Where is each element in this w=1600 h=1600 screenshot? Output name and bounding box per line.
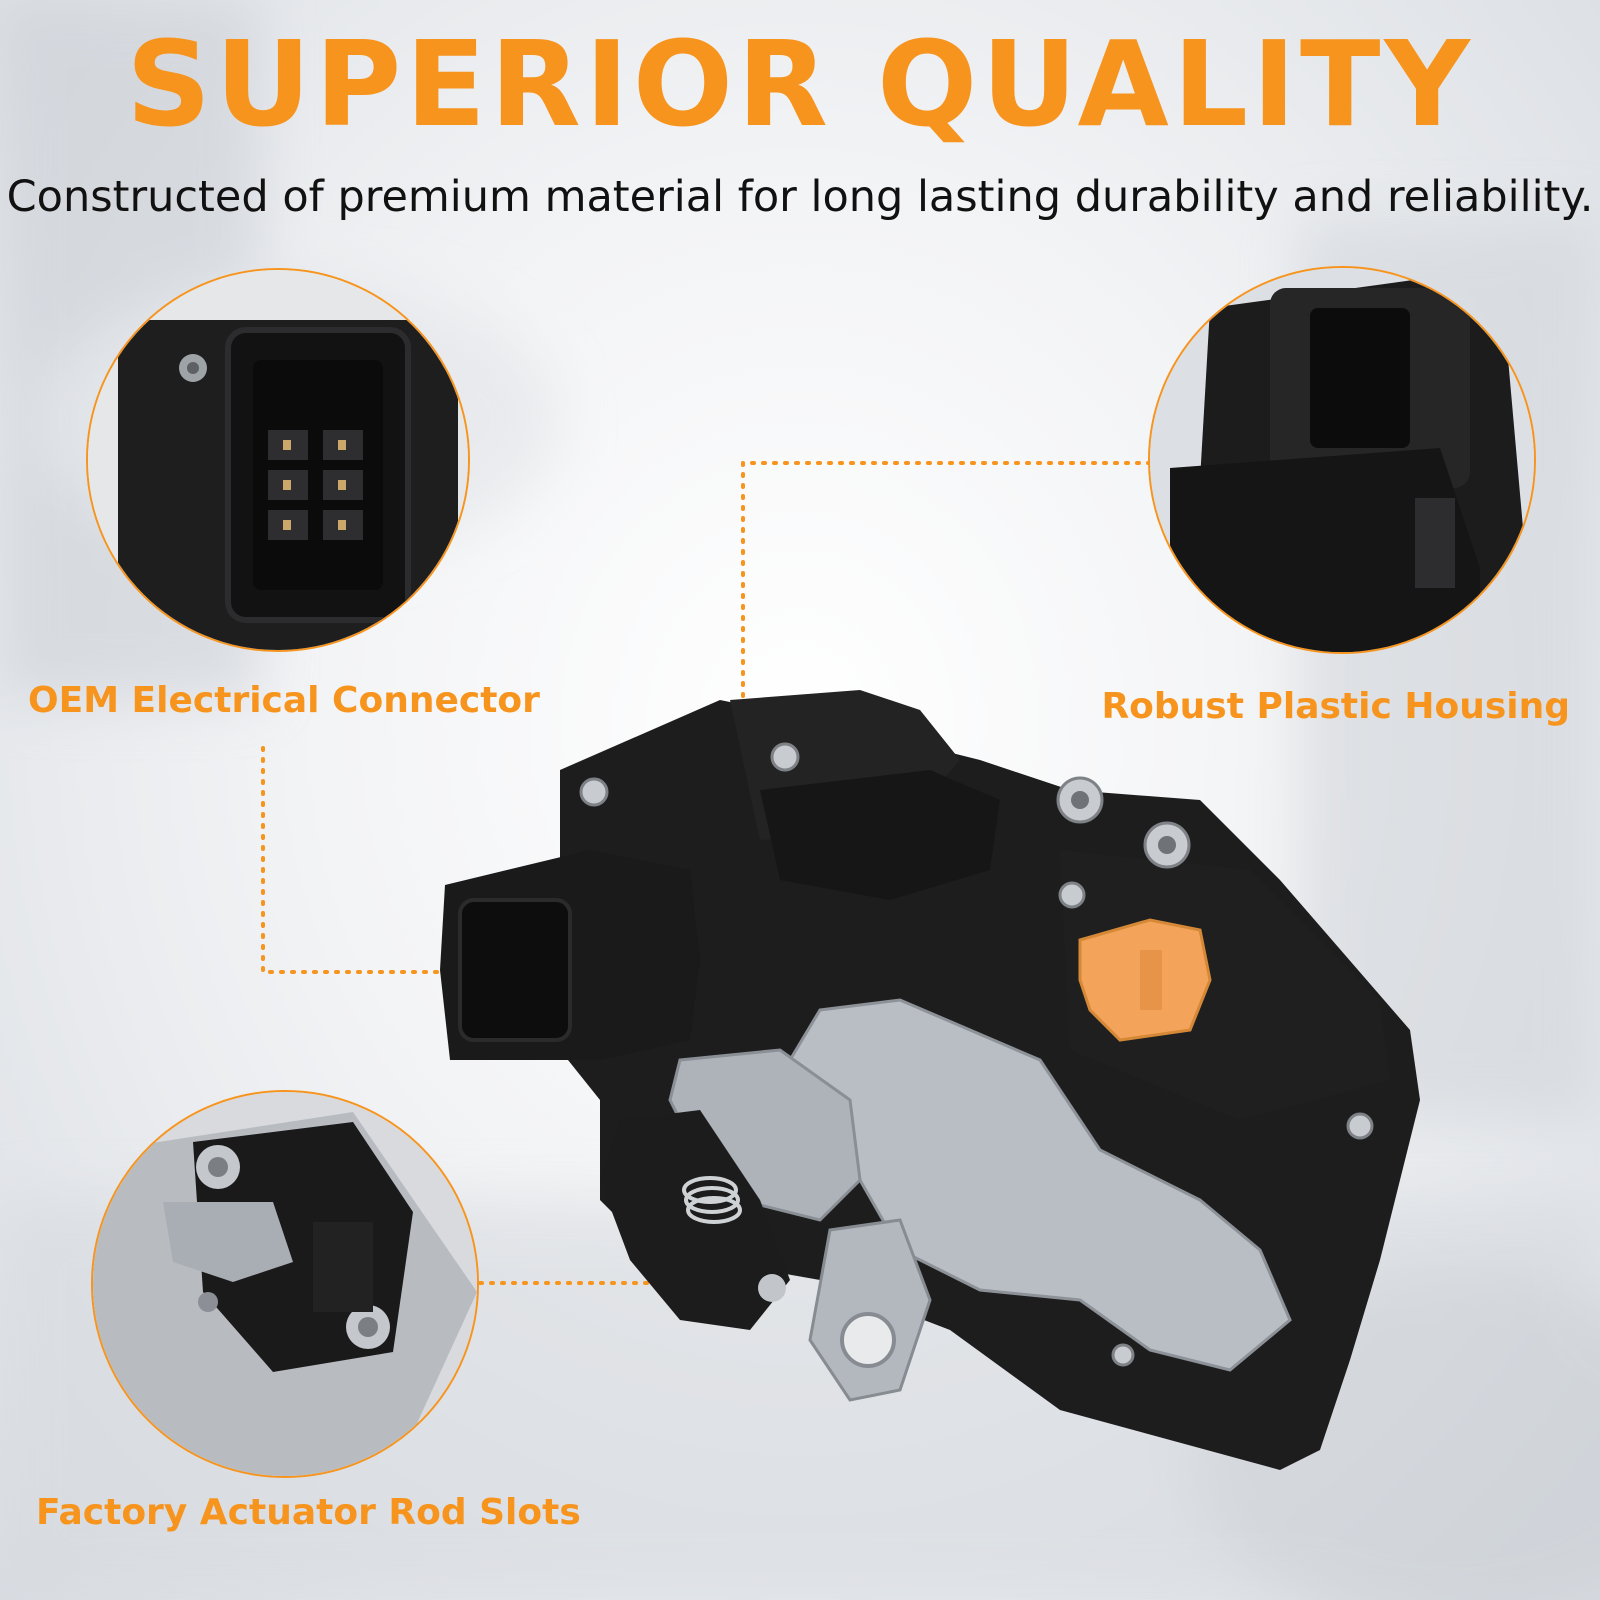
subtitle: Constructed of premium material for long…: [6, 172, 1594, 222]
actuator-closeup: [91, 1090, 479, 1478]
callout-label-connector: OEM Electrical Connector: [28, 680, 540, 721]
callout-label-actuator: Factory Actuator Rod Slots: [36, 1492, 581, 1533]
headline: SUPERIOR QUALITY: [126, 15, 1474, 153]
housing-closeup: [1148, 266, 1536, 654]
connector-closeup: [86, 268, 470, 652]
callout-label-housing: Robust Plastic Housing: [1101, 686, 1570, 727]
